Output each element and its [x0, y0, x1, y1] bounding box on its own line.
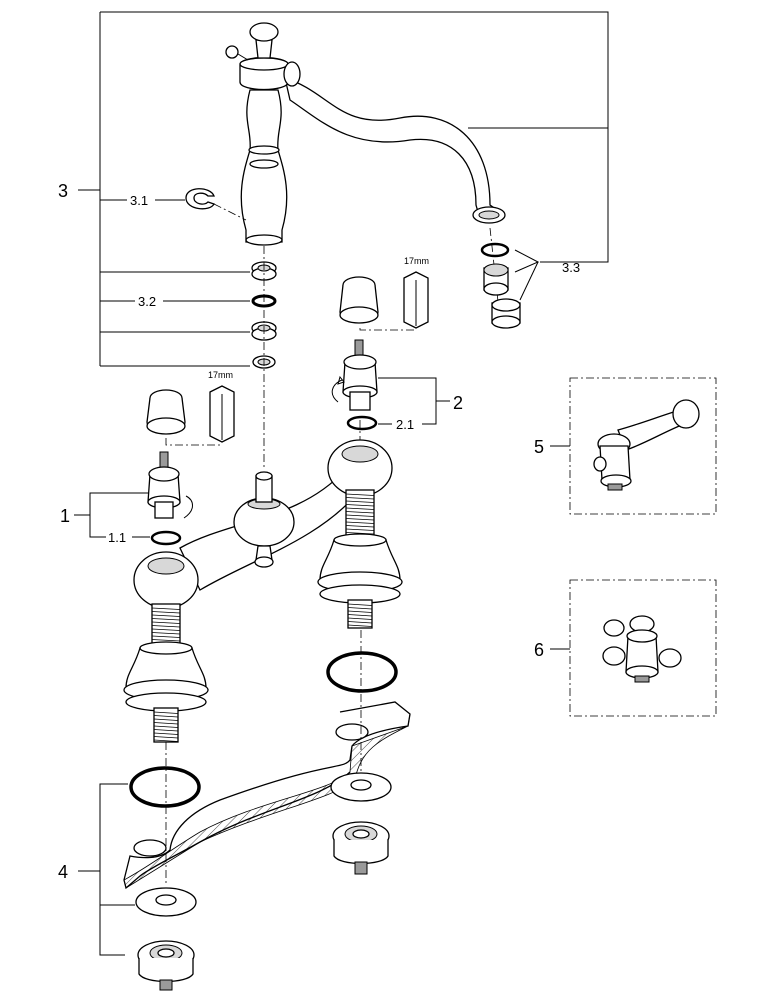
- lever-handle-box: [550, 377, 717, 515]
- callout-2-1: 2.1: [396, 417, 414, 432]
- right-cartridge: [331, 339, 378, 462]
- callout-3-3: 3.3: [562, 260, 580, 275]
- group-3-bracket: [78, 11, 609, 367]
- callout-labels: 3 3.1 3.2 3.3 2 2.1 1 1.1 5 6 4 17mm 17m…: [58, 181, 580, 882]
- group-2-bracket: [378, 377, 450, 425]
- group-1-bracket: [74, 492, 150, 538]
- callout-2: 2: [453, 393, 463, 413]
- cross-handle-box: [550, 579, 717, 717]
- callout-3-2: 3.2: [138, 294, 156, 309]
- wrench-size-right: 17mm: [404, 256, 429, 266]
- right-thread-lower: [347, 603, 373, 627]
- wrench-size-left: 17mm: [208, 370, 233, 380]
- right-cover-and-wrench: [339, 271, 429, 331]
- callout-1: 1: [60, 506, 70, 526]
- callout-3: 3: [58, 181, 68, 201]
- callout-5: 5: [534, 437, 544, 457]
- spout-assembly: [225, 22, 506, 321]
- callout-3-1: 3.1: [130, 193, 148, 208]
- callout-4: 4: [58, 862, 68, 882]
- mounting-parts: [123, 630, 411, 991]
- callout-1-1: 1.1: [108, 530, 126, 545]
- left-cartridge: [147, 451, 193, 546]
- spout-small-parts: [185, 188, 521, 470]
- callout-6: 6: [534, 640, 544, 660]
- bridge-body: [123, 439, 403, 743]
- group-4-bracket: [78, 783, 135, 956]
- left-cover-and-wrench: [146, 385, 235, 446]
- left-thread-lower: [153, 711, 179, 742]
